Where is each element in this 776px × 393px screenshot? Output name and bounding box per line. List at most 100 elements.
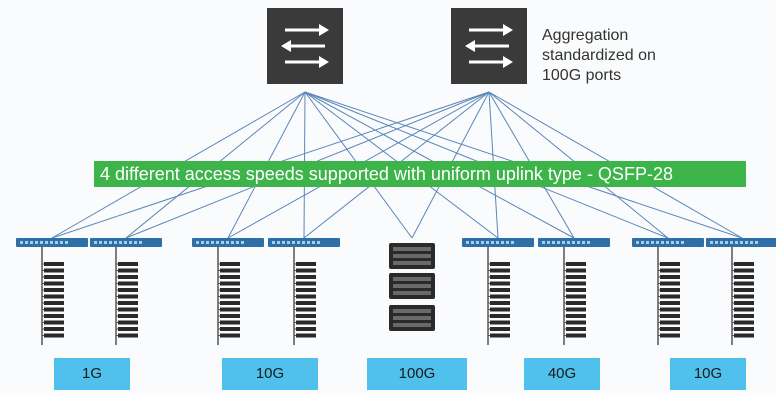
server-unit bbox=[566, 314, 586, 318]
server-unit bbox=[44, 294, 64, 299]
switch-port bbox=[231, 241, 234, 244]
switch-port bbox=[307, 241, 310, 244]
server-unit bbox=[490, 288, 510, 292]
server-unit bbox=[118, 294, 138, 299]
aggregation-caption: Aggregation standardized on 100G ports bbox=[542, 26, 742, 86]
server-unit bbox=[566, 268, 586, 273]
storage-slot bbox=[393, 277, 431, 281]
switch-port bbox=[567, 241, 570, 244]
server-unit bbox=[660, 307, 680, 312]
switch-port bbox=[25, 241, 28, 244]
switch-port bbox=[302, 241, 305, 244]
server-stack-icon bbox=[487, 247, 510, 345]
server-unit bbox=[734, 327, 754, 331]
server-unit bbox=[660, 275, 680, 279]
server-unit bbox=[660, 262, 680, 266]
server-unit bbox=[734, 268, 754, 273]
server-unit bbox=[220, 281, 240, 286]
server-unit bbox=[734, 288, 754, 292]
switch-port bbox=[196, 241, 199, 244]
switch-port bbox=[226, 241, 229, 244]
server-unit bbox=[118, 275, 138, 279]
server-unit bbox=[566, 301, 586, 305]
switch-port bbox=[745, 241, 748, 244]
server-unit bbox=[44, 262, 64, 266]
server-stack-icon bbox=[657, 247, 680, 345]
switch-port bbox=[109, 241, 112, 244]
uplink-banner: 4 different access speeds supported with… bbox=[94, 161, 746, 187]
server-unit bbox=[44, 307, 64, 312]
switch-port bbox=[740, 241, 743, 244]
server-unit bbox=[118, 301, 138, 305]
switch-port bbox=[720, 241, 723, 244]
arrow-head bbox=[503, 24, 513, 36]
speed-label-10g-a: 10G bbox=[222, 358, 318, 390]
server-unit bbox=[296, 307, 316, 312]
server-unit bbox=[490, 301, 510, 305]
server-unit bbox=[734, 314, 754, 318]
switch-port bbox=[735, 241, 738, 244]
switch-port bbox=[651, 241, 654, 244]
switch-port bbox=[50, 241, 53, 244]
server-unit bbox=[220, 333, 240, 338]
switch-port bbox=[216, 241, 219, 244]
server-unit bbox=[660, 294, 680, 299]
server-unit bbox=[296, 320, 316, 325]
aggregation-switch-2 bbox=[451, 8, 527, 84]
switch-port bbox=[582, 241, 585, 244]
switch-port bbox=[114, 241, 117, 244]
storage-slot bbox=[393, 316, 431, 320]
switch-port bbox=[119, 241, 122, 244]
server-unit bbox=[296, 262, 316, 266]
access-switch-6 bbox=[538, 238, 610, 247]
switch-port bbox=[755, 241, 758, 244]
switch-port bbox=[730, 241, 733, 244]
server-unit bbox=[490, 327, 510, 331]
server-unit bbox=[490, 314, 510, 318]
server-unit bbox=[734, 301, 754, 305]
switch-port bbox=[681, 241, 684, 244]
server-unit bbox=[220, 288, 240, 292]
server-unit bbox=[734, 294, 754, 299]
speed-label-10g-b: 10G bbox=[670, 358, 746, 390]
server-unit bbox=[660, 333, 680, 338]
switch-port bbox=[666, 241, 669, 244]
server-unit bbox=[118, 327, 138, 331]
speed-label-40g: 40G bbox=[524, 358, 600, 390]
aggregation-caption-line-3: 100G ports bbox=[542, 67, 622, 84]
server-stack-icon bbox=[217, 247, 240, 345]
server-stack-icon bbox=[293, 247, 316, 345]
server-unit bbox=[734, 262, 754, 266]
server-unit bbox=[566, 288, 586, 292]
server-unit bbox=[490, 320, 510, 325]
switch-port bbox=[129, 241, 132, 244]
switch-port bbox=[725, 241, 728, 244]
access-switch-5 bbox=[462, 238, 534, 247]
aggregation-switch-1 bbox=[267, 8, 343, 84]
server-unit bbox=[566, 262, 586, 266]
server-unit bbox=[296, 327, 316, 331]
speed-label-100g: 100G bbox=[367, 358, 467, 390]
server-unit bbox=[220, 327, 240, 331]
switch-port bbox=[562, 241, 565, 244]
server-unit bbox=[220, 268, 240, 273]
switch-port bbox=[587, 241, 590, 244]
server-unit bbox=[296, 275, 316, 279]
switch-port bbox=[486, 241, 489, 244]
switch-port bbox=[557, 241, 560, 244]
speed-label-1g: 1G bbox=[54, 358, 130, 390]
server-unit bbox=[660, 288, 680, 292]
server-unit bbox=[566, 275, 586, 279]
server-unit bbox=[734, 333, 754, 338]
storage-slot bbox=[393, 309, 431, 313]
switch-port bbox=[206, 241, 209, 244]
server-unit bbox=[490, 281, 510, 286]
switch-port bbox=[65, 241, 68, 244]
bidirectional-arrows-icon bbox=[465, 24, 513, 68]
server-unit bbox=[660, 301, 680, 305]
switch-port bbox=[671, 241, 674, 244]
switch-port bbox=[236, 241, 239, 244]
server-unit bbox=[296, 301, 316, 305]
server-unit bbox=[44, 268, 64, 273]
server-unit bbox=[734, 281, 754, 286]
